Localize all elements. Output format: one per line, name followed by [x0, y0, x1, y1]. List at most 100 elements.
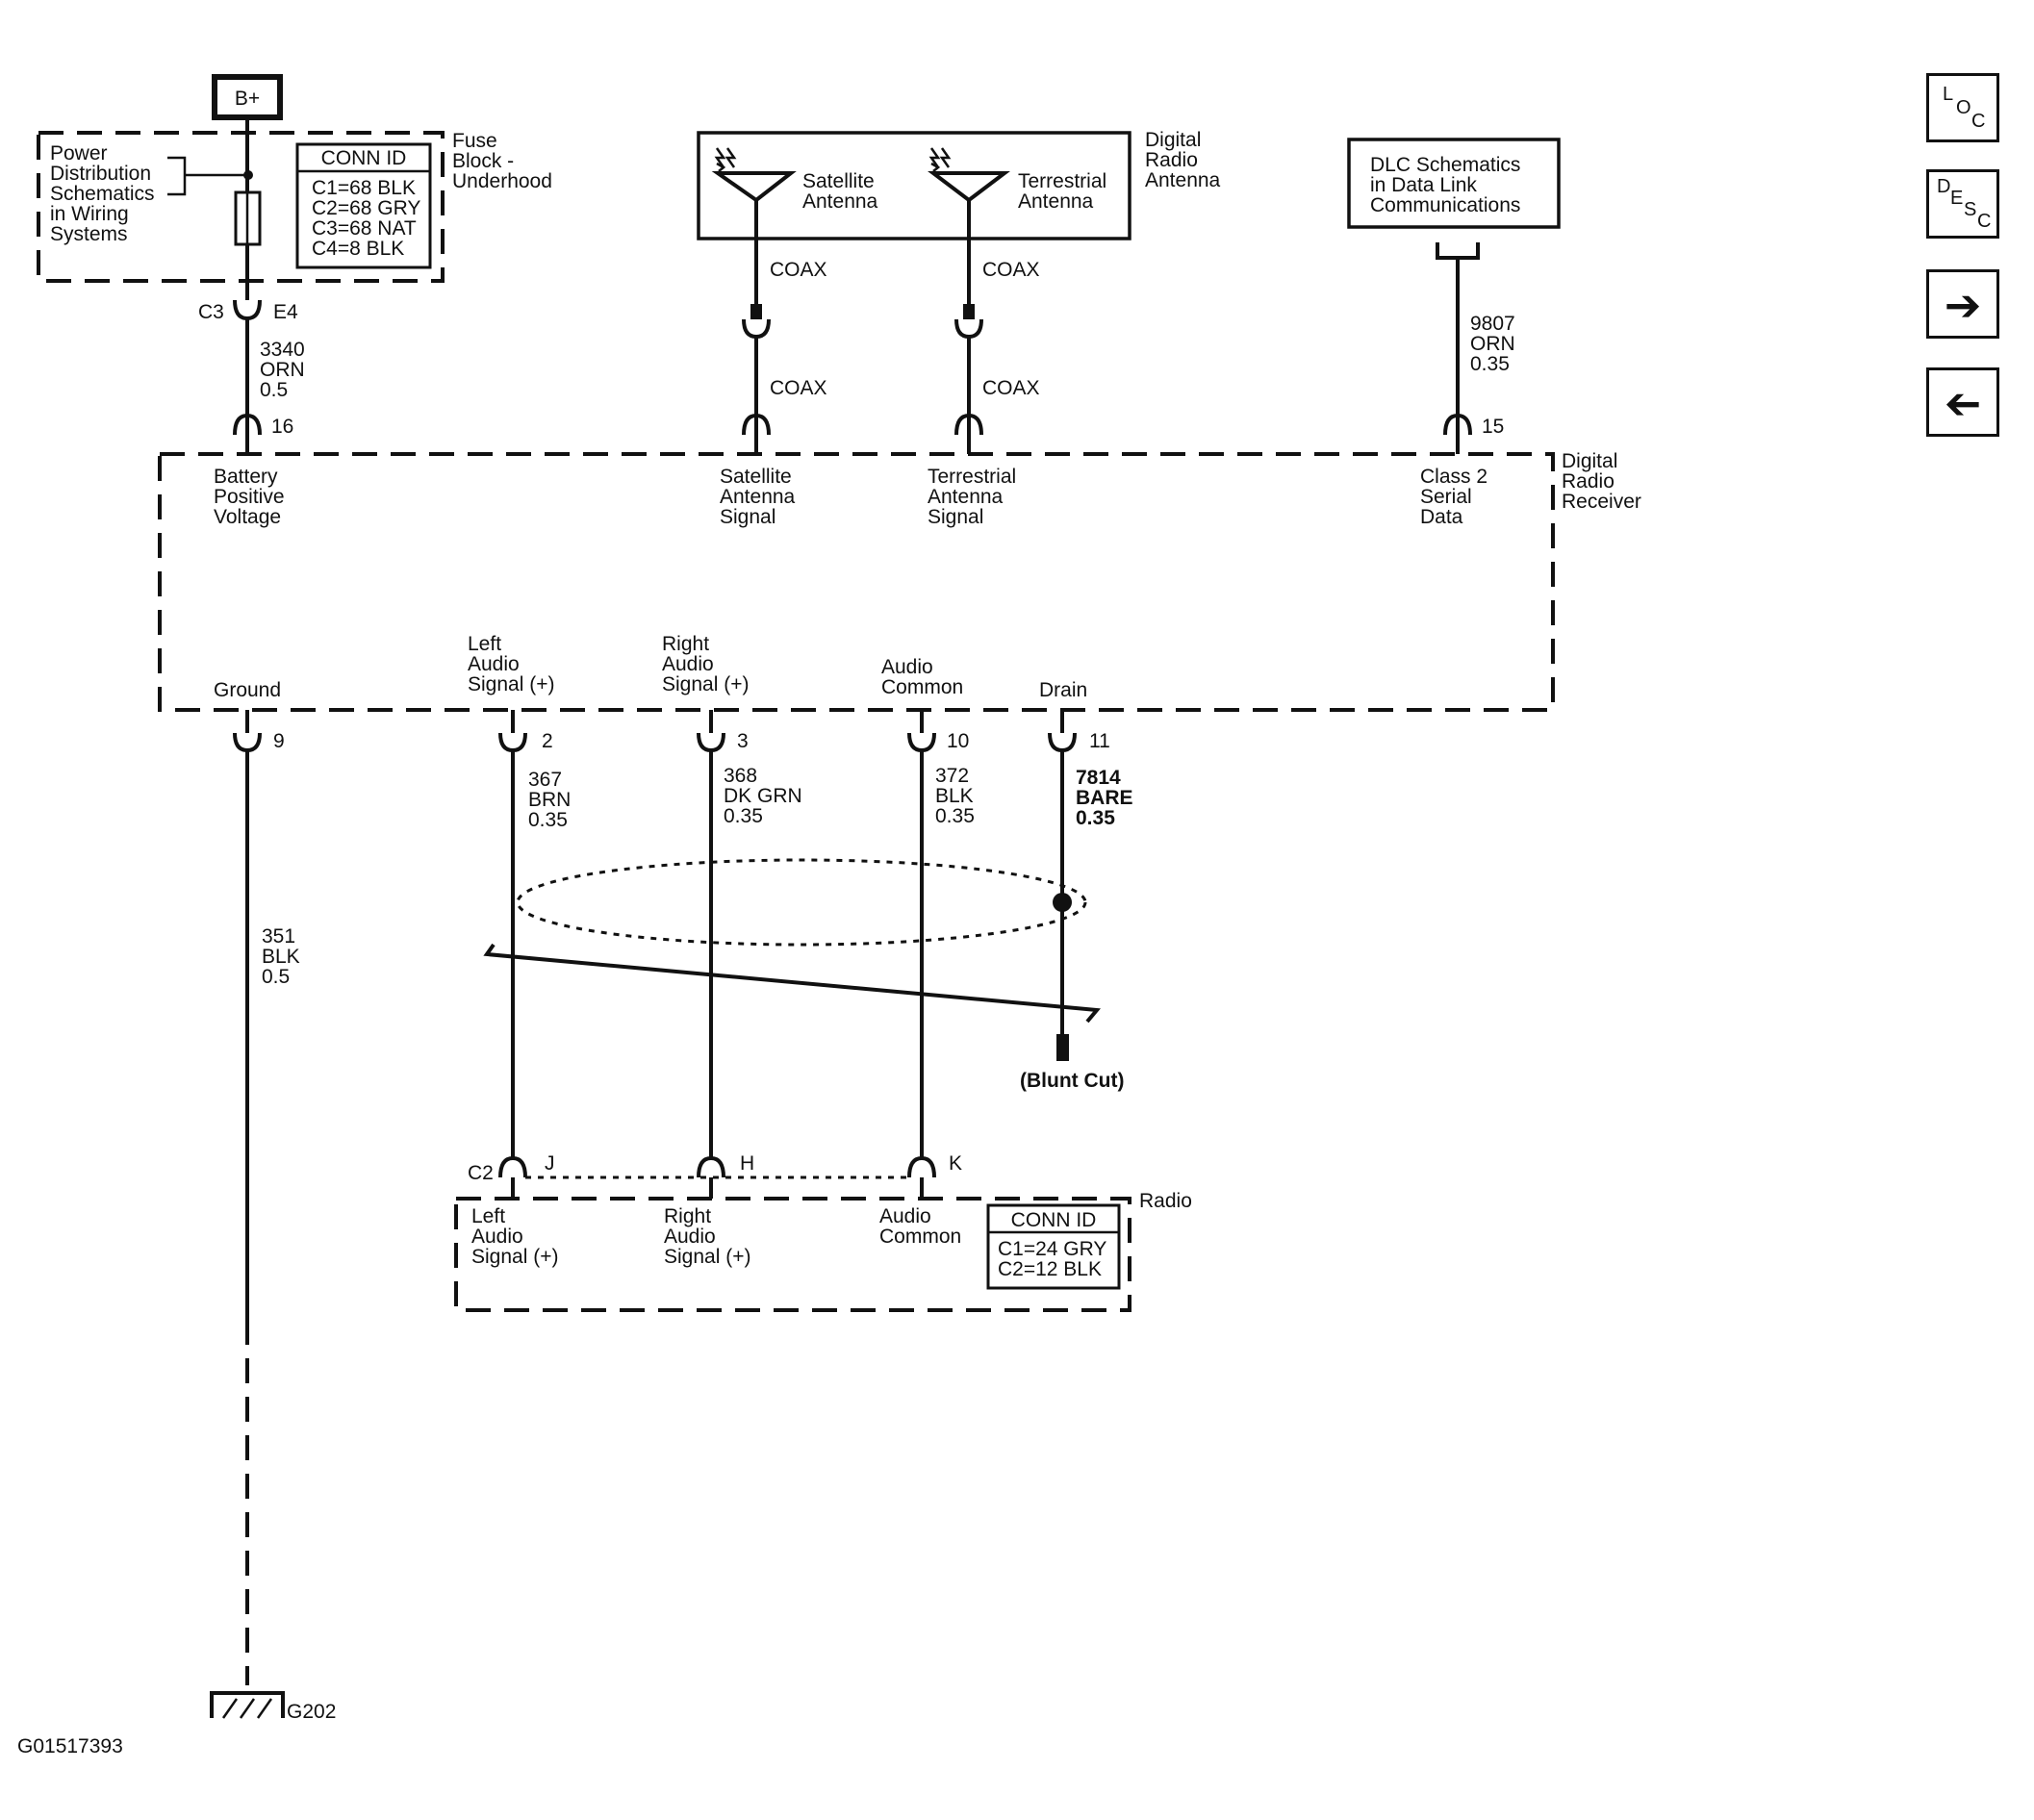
- pin-label-left-audio-signal: Left Audio Signal (+): [468, 633, 554, 695]
- svg-text:3: 3: [737, 730, 749, 752]
- svg-text:C3=68 NAT: C3=68 NAT: [312, 217, 417, 240]
- power-section: B+ Power Distribution Schematics in Wiri…: [37, 74, 552, 454]
- pin-label-terrestrial-antenna-signal: Terrestrial Antenna Signal: [928, 466, 1022, 528]
- svg-text:C1=68 BLK: C1=68 BLK: [312, 177, 416, 199]
- power-source-note: Power Distribution Schematics in Wiring …: [50, 142, 160, 245]
- right-audio-wire-label: 368 DK GRN 0.35: [724, 765, 808, 827]
- drain-wire-label: 7814 BARE 0.35: [1076, 767, 1138, 829]
- dlc-connector-icon: [1436, 242, 1480, 260]
- audio-common-wire-label: 372 BLK 0.35: [935, 765, 979, 827]
- svg-text:C4=8 BLK: C4=8 BLK: [312, 238, 404, 260]
- power-source-bracket: [167, 156, 187, 196]
- receiver-pin-3-connector-icon: [697, 732, 725, 753]
- antenna-component-name: Digital Radio Antenna: [1145, 129, 1221, 191]
- left-audio-circuit: 2 367 BRN 0.35: [498, 710, 576, 1158]
- ground-wire-label: 351 BLK 0.5: [262, 925, 306, 988]
- svg-text:COAX: COAX: [982, 259, 1040, 281]
- loc-letter-o: O: [1956, 97, 1971, 118]
- terrestrial-coax-connector-icon: [954, 318, 983, 340]
- blunt-cut-label: (Blunt Cut): [1020, 1070, 1124, 1092]
- pin-label-satellite-antenna-signal: Satellite Antenna Signal: [720, 466, 801, 528]
- svg-text:COAX: COAX: [770, 377, 827, 399]
- svg-text:J: J: [545, 1152, 555, 1175]
- svg-text:2: 2: [542, 730, 553, 752]
- radio-pin-h-connector-icon: [697, 1155, 725, 1178]
- dlc-box: [1347, 138, 1561, 229]
- radio-pin-j-connector-icon: [498, 1155, 527, 1178]
- battery-label: B+: [235, 88, 260, 110]
- antenna-box: [697, 131, 1131, 240]
- svg-text:DLC Schematics in Data L: DLC Schematics in Data Link Communicatio…: [1370, 154, 1526, 216]
- receiver-pin-11-connector-icon: [1048, 732, 1077, 753]
- receiver-pin-9-connector-icon: [233, 732, 262, 753]
- radio-section: C2 J H K Radio Left Audio Signal (+) Rig…: [454, 1152, 1192, 1312]
- right-arrow-icon: ➔: [1944, 279, 1982, 331]
- radio-conn-id-table: CONN ID C1=24 GRY C2=12 BLK: [986, 1203, 1121, 1290]
- pin-label-class-2-serial-data: Class 2 Serial Data: [1420, 466, 1493, 528]
- svg-text:9: 9: [273, 730, 285, 752]
- pin-label-drain: Drain: [1039, 679, 1087, 701]
- radio-pin-k-connector-icon: [907, 1155, 936, 1178]
- antenna-section: Digital Radio Antenna Satellite Antenna …: [697, 129, 1221, 454]
- fuse-conn-id-table: CONN ID C1=68 BLK C2=68 GRY C3=68 NAT C4…: [295, 142, 432, 269]
- svg-text:Satellite Antenna: Satellite Antenna: [802, 170, 880, 213]
- desc-letter-e: E: [1950, 188, 1964, 209]
- receiver-outline: [158, 452, 1555, 712]
- fuse-block-outline: [37, 131, 445, 283]
- ground-circuit: 9 351 BLK 0.5 G202: [210, 710, 336, 1723]
- radio-outline: [454, 1197, 1131, 1312]
- pin-label-ground: Ground: [214, 679, 281, 701]
- radio-pin-label-audio-common: Audio Common: [879, 1205, 961, 1248]
- svg-text:10: 10: [947, 730, 969, 752]
- pin-label-battery-positive-voltage: Battery Positive Voltage: [214, 466, 290, 528]
- fuse-output-connector-icon: [233, 299, 262, 321]
- drain-circuit: 11 7814 BARE 0.35 (Blunt Cut): [1020, 710, 1138, 1092]
- description-view-button[interactable]: D E S C: [1926, 169, 1999, 239]
- svg-text:Terrestrial Antenna: Terrestrial Antenna: [1018, 170, 1112, 213]
- desc-letter-d: D: [1937, 176, 1951, 197]
- radio-pin-label-right-audio: Right Audio Signal (+): [664, 1205, 750, 1268]
- pin-label-audio-common: Audio Common: [881, 656, 963, 698]
- drain-splice: [1053, 893, 1072, 912]
- radio-connector-id: C2: [468, 1162, 494, 1184]
- figure-id: G01517393: [17, 1735, 123, 1757]
- dlc-section: DLC Schematics in Data Link Communicatio…: [1347, 138, 1561, 454]
- svg-text:COAX: COAX: [982, 377, 1040, 399]
- battery-wire-label: 3340 ORN 0.5: [260, 339, 311, 401]
- loc-letter-l: L: [1943, 84, 1954, 105]
- desc-letter-c: C: [1977, 211, 1992, 232]
- left-arrow-icon: ➔: [1944, 377, 1982, 429]
- receiver-pin-2-connector-icon: [498, 732, 527, 753]
- location-view-button[interactable]: L O C: [1926, 73, 1999, 142]
- ground-symbol-icon: [210, 1691, 285, 1719]
- svg-text:C1=24 GRY: C1=24 GRY: [998, 1238, 1106, 1260]
- fuse-block-name: Fuse Block - Underhood: [452, 130, 552, 192]
- previous-page-button[interactable]: ➔: [1926, 367, 1999, 437]
- terrestrial-antenna-icon: [928, 147, 1010, 239]
- right-audio-circuit: 3 368 DK GRN 0.35: [697, 710, 808, 1158]
- svg-text:11: 11: [1089, 730, 1110, 752]
- satellite-coax-connector-icon: [742, 318, 771, 340]
- svg-text:16: 16: [271, 416, 293, 438]
- svg-text:H: H: [740, 1152, 754, 1175]
- svg-text:CONN ID: CONN ID: [321, 147, 407, 169]
- svg-text:COAX: COAX: [770, 259, 827, 281]
- pin-label-right-audio-signal: Right Audio Signal (+): [662, 633, 749, 695]
- svg-text:C2=68 GRY: C2=68 GRY: [312, 197, 420, 219]
- next-page-button[interactable]: ➔: [1926, 269, 1999, 339]
- svg-text:E4: E4: [273, 301, 298, 323]
- shield-icon: [483, 858, 1101, 1024]
- digital-radio-receiver: Digital Radio Receiver Battery Positive …: [158, 450, 1641, 712]
- svg-text:C2=12 BLK: C2=12 BLK: [998, 1258, 1102, 1280]
- svg-text:15: 15: [1482, 416, 1504, 438]
- svg-text:K: K: [949, 1152, 962, 1175]
- radio-pin-label-left-audio: Left Audio Signal (+): [471, 1205, 558, 1268]
- audio-common-circuit: 10 372 BLK 0.35: [907, 710, 979, 1158]
- satellite-antenna-icon: [711, 147, 797, 239]
- left-audio-wire-label: 367 BRN 0.35: [528, 769, 576, 831]
- desc-letter-s: S: [1964, 199, 1977, 220]
- blunt-cut-icon: [1056, 1034, 1069, 1061]
- svg-text:C3: C3: [198, 301, 224, 323]
- loc-letter-c: C: [1971, 111, 1986, 132]
